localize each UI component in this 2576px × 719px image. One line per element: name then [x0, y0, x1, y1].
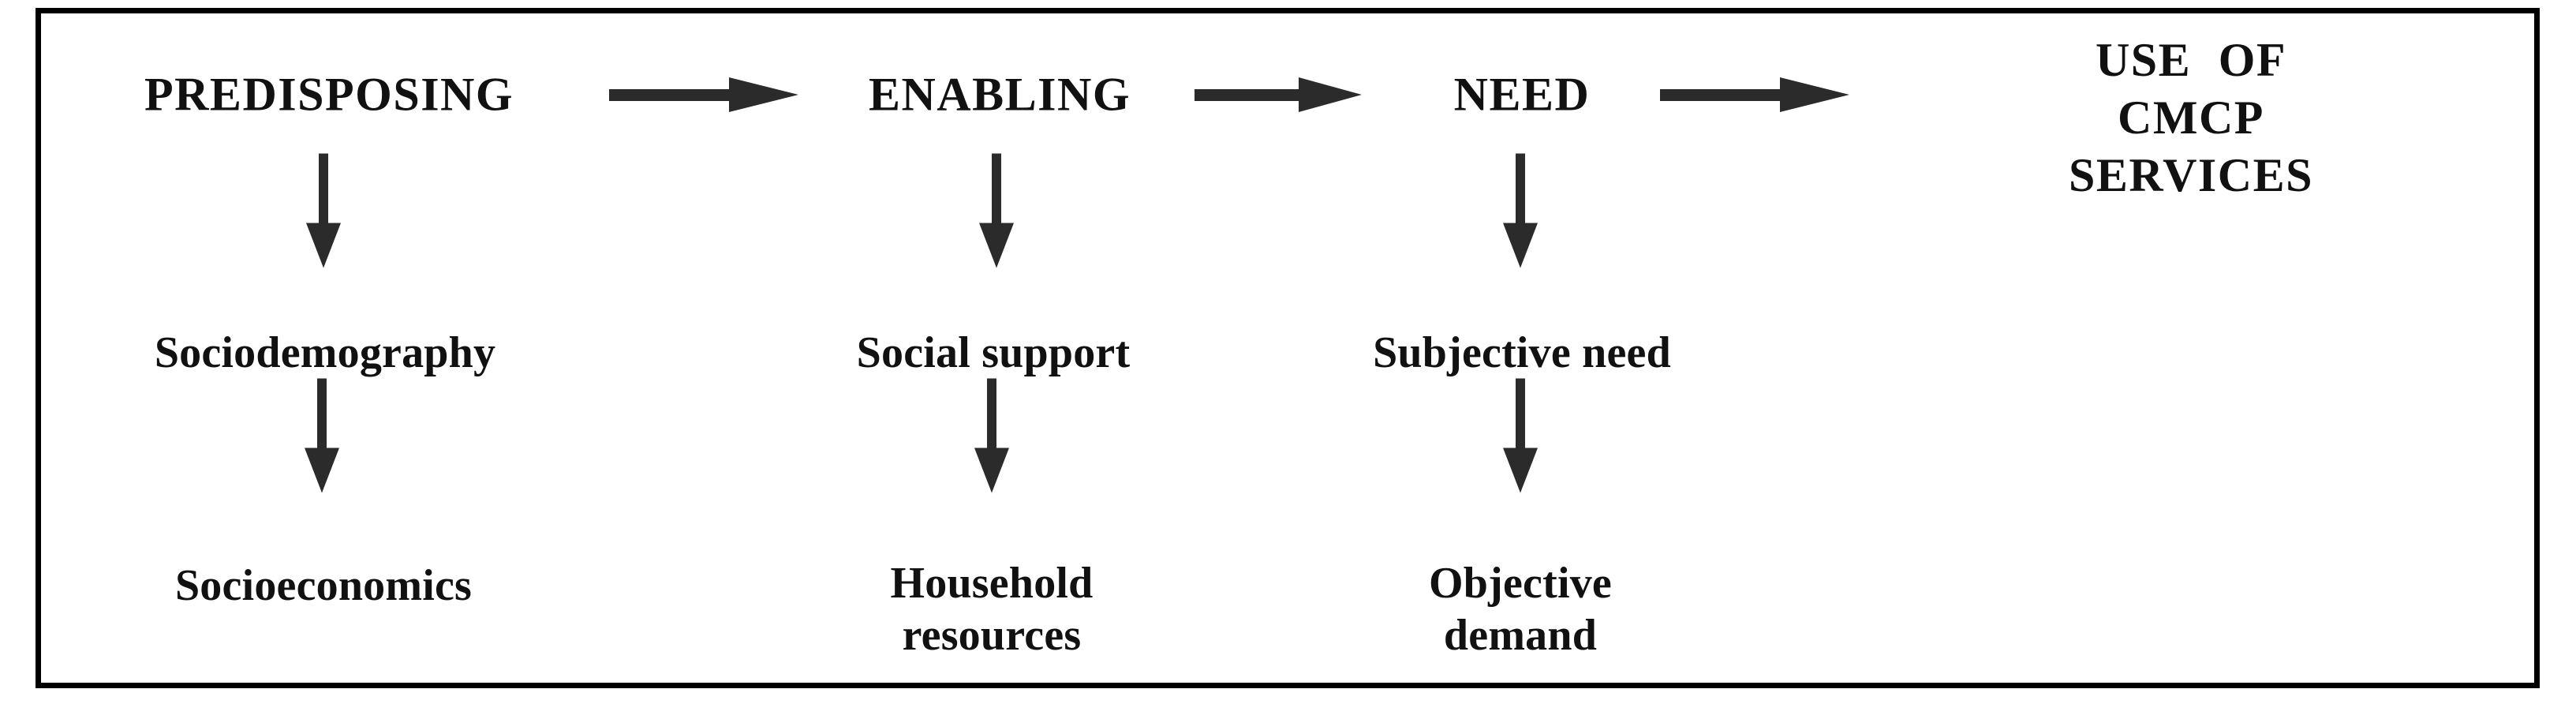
- sub-label-socioeconomics: Socioeconomics: [174, 560, 473, 610]
- diagram-frame: PREDISPOSING ENABLING NEED USE OF CMCP S…: [36, 8, 2540, 688]
- sub-label-subjective-need: Subjective need: [1373, 328, 1671, 377]
- branch-arrow-predisposing-to-sociodemography: [300, 153, 347, 268]
- branch-arrow-subjective-need-to-objective-demand: [1497, 378, 1544, 493]
- branch-arrow-enabling-to-social-support: [973, 153, 1020, 268]
- flow-arrow-enabling-to-need: [1195, 71, 1362, 118]
- sub-label-objective-demand: Objective demand: [1429, 558, 1612, 660]
- branch-arrow-sociodemography-to-socioeconomics: [298, 378, 346, 493]
- stage-label-enabling: ENABLING: [868, 68, 1131, 121]
- flow-arrow-predisposing-to-enabling: [609, 71, 798, 118]
- branch-arrow-need-to-subjective-need: [1497, 153, 1544, 268]
- stage-label-use-of-cmcp-services: USE OF CMCP SERVICES: [2068, 34, 2313, 202]
- stage-label-need: NEED: [1453, 68, 1591, 121]
- stage-label-predisposing: PREDISPOSING: [144, 68, 514, 121]
- sub-label-social-support: Social support: [856, 328, 1131, 377]
- sub-label-household-resources: Household resources: [890, 558, 1094, 660]
- flow-arrow-need-to-use-of-cmcp-services: [1660, 71, 1849, 118]
- sub-label-sociodemography: Sociodemography: [154, 328, 496, 377]
- branch-arrow-social-support-to-household-resources: [968, 378, 1015, 493]
